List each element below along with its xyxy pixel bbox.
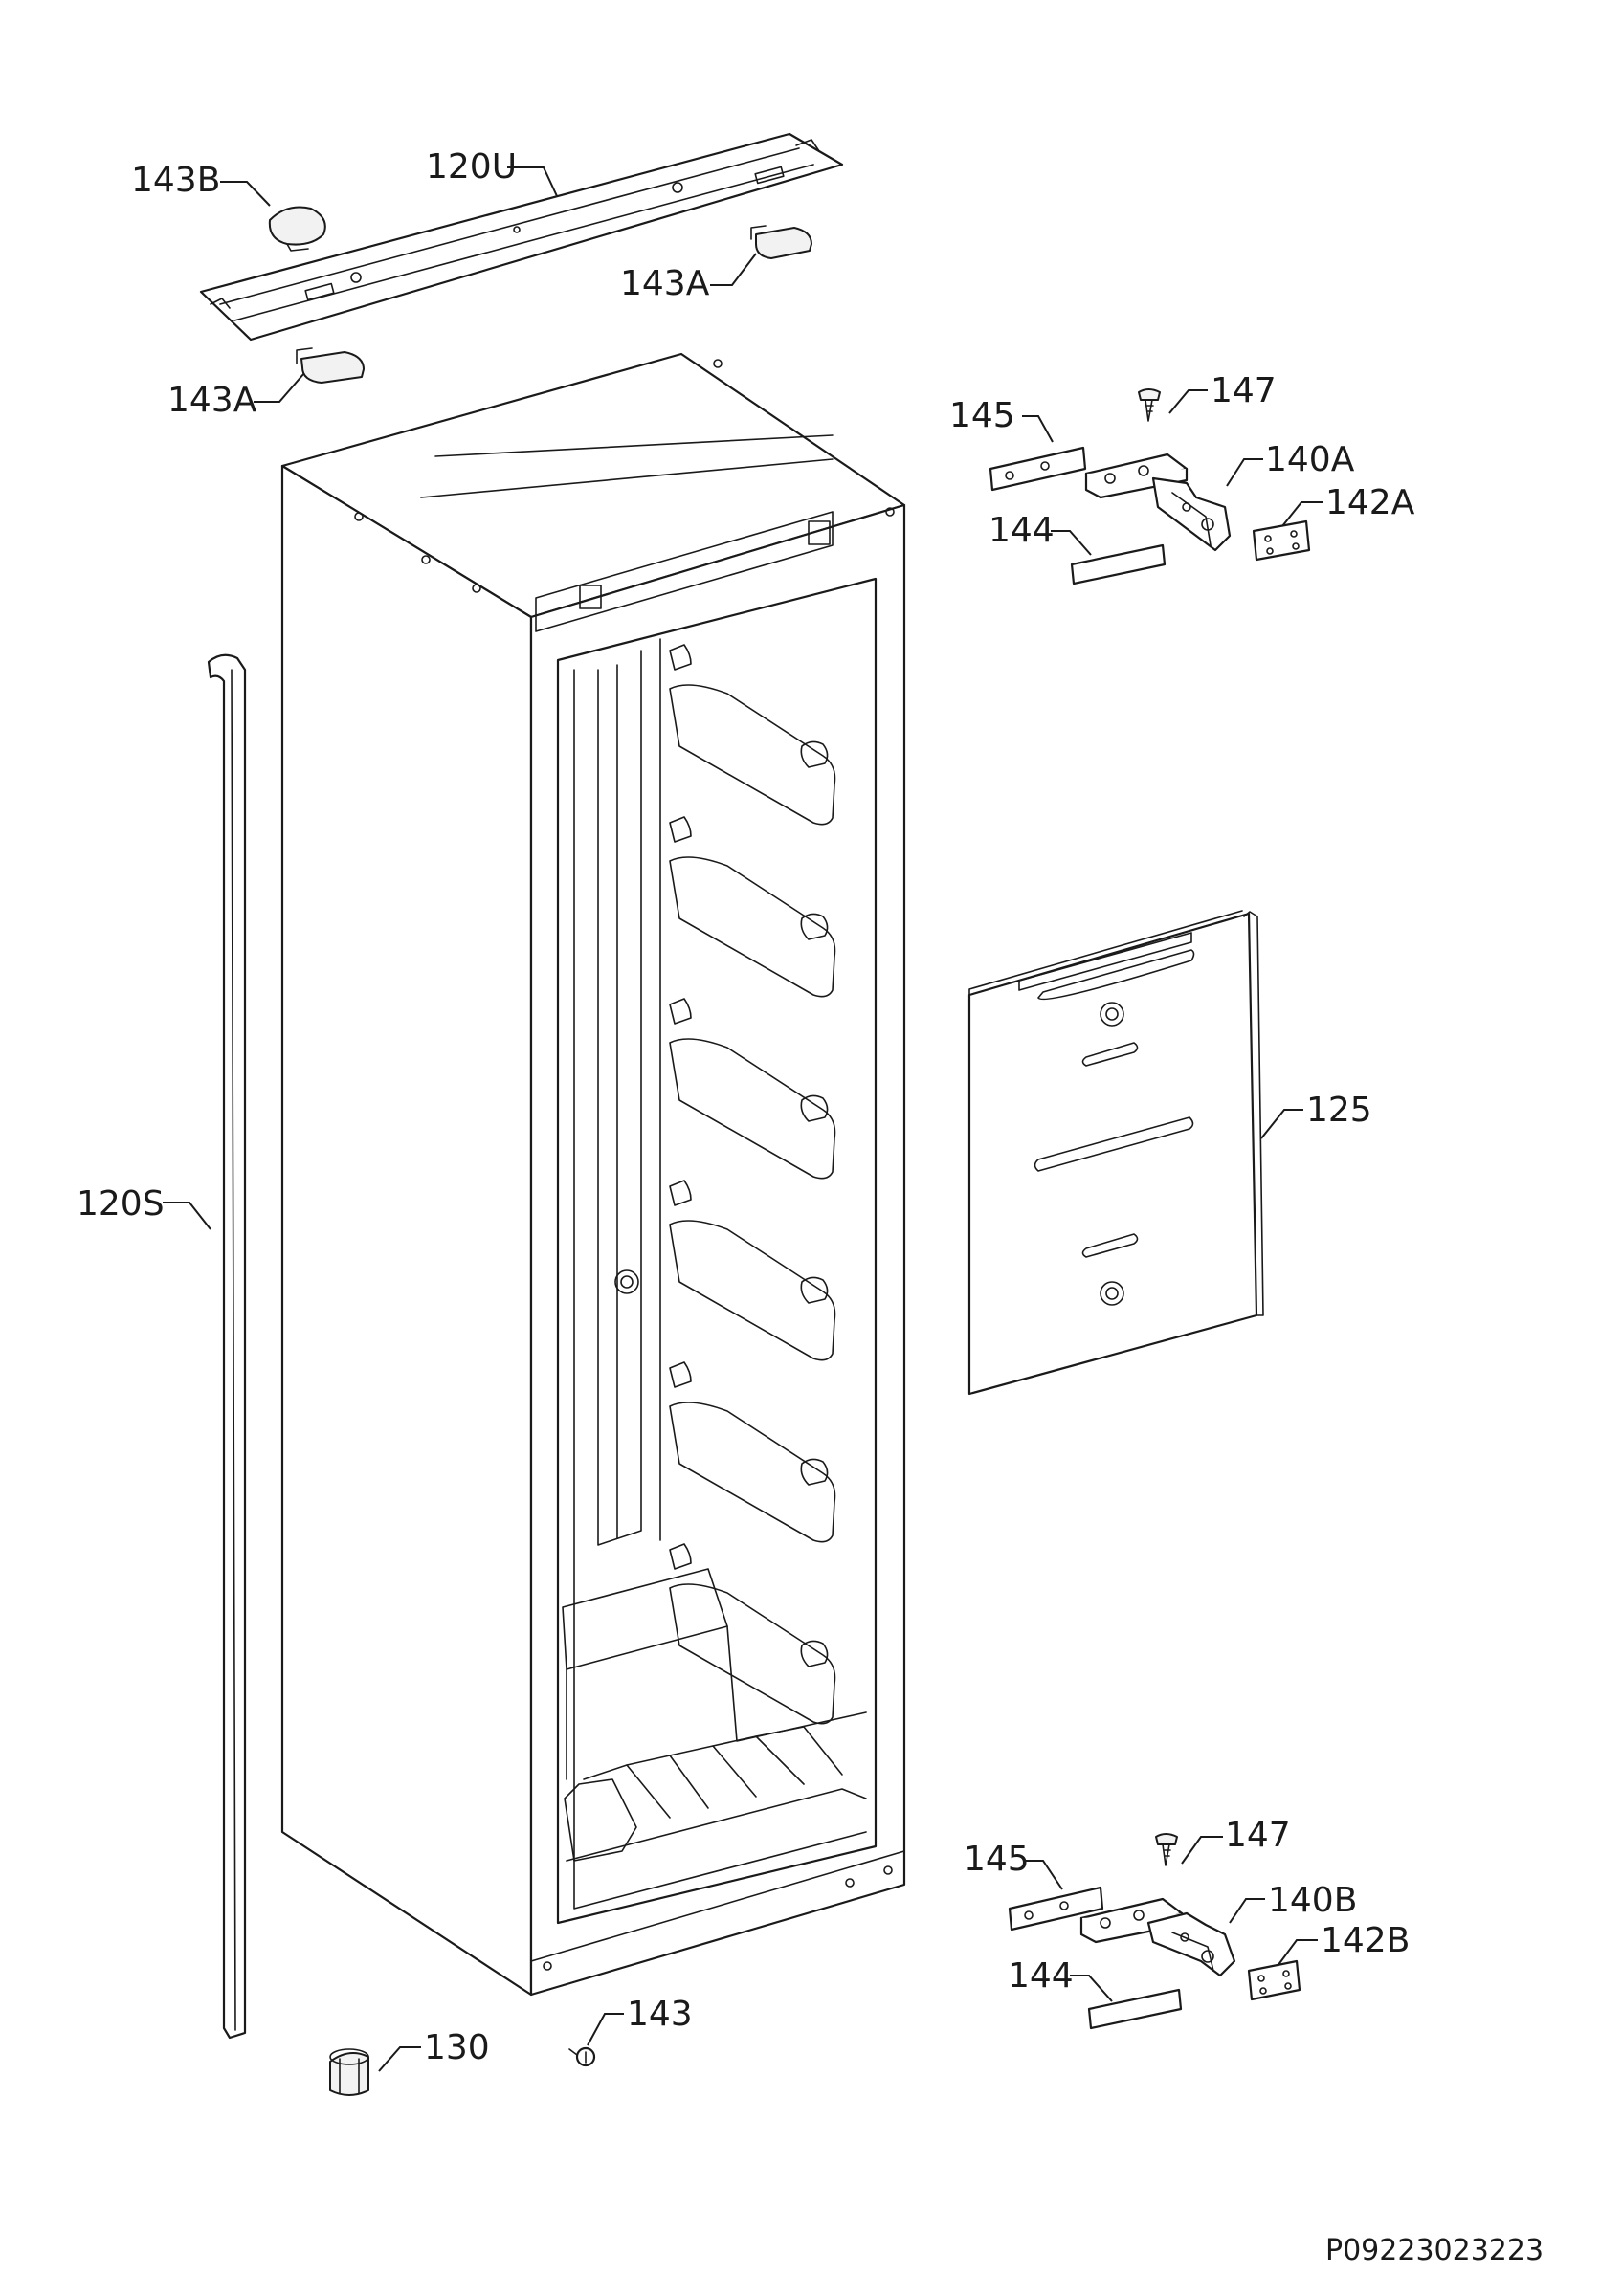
label-142B: 142B	[1321, 1921, 1410, 1960]
shelf-clip-left	[669, 1361, 692, 1388]
label-140A: 140A	[1265, 440, 1355, 479]
shelf-clip-right	[800, 1458, 829, 1486]
shelf-clip-right	[800, 1276, 829, 1304]
bottom-tray	[562, 1568, 867, 1862]
pin-143	[568, 2046, 596, 2067]
hinge-plate-145-bottom	[1008, 1886, 1104, 1932]
shelf-clip-right	[800, 1094, 829, 1122]
label-120U: 120U	[426, 147, 517, 187]
shelf-rail	[669, 684, 836, 826]
label-145-top: 145	[949, 396, 1015, 435]
leader-lines	[163, 166, 1323, 2072]
shelf-clip-left	[669, 644, 692, 671]
cover-144-top	[1070, 543, 1167, 585]
shelf-clip-left	[669, 998, 692, 1025]
foot-130	[329, 2048, 369, 2096]
shelf-rail	[669, 1402, 836, 1543]
screw-147-bottom	[1155, 1833, 1178, 1866]
document-id: P09223023223	[1325, 2234, 1544, 2267]
hinge-bracket-142B	[1247, 1959, 1301, 2001]
label-147-bottom: 147	[1225, 1816, 1291, 1855]
shelf-rail	[669, 1583, 836, 1725]
end-cap-143A-top	[750, 225, 812, 259]
panel-125	[967, 910, 1264, 1396]
shelf-rail	[669, 856, 836, 998]
hinge-bracket-142A	[1252, 519, 1311, 562]
shelf-supports	[669, 644, 836, 1725]
label-143A-left: 143A	[167, 381, 257, 420]
hinge-140A	[1084, 453, 1232, 552]
label-143: 143	[627, 1995, 693, 2034]
label-144-top: 144	[989, 511, 1055, 550]
shelf-rail	[669, 1220, 836, 1361]
top-rail-120U	[199, 132, 844, 342]
label-125: 125	[1306, 1091, 1372, 1130]
shelf-clip-right	[800, 1640, 829, 1667]
label-142A: 142A	[1325, 483, 1415, 522]
shelf-clip-left	[669, 1180, 692, 1206]
screw-147-top	[1138, 388, 1161, 422]
door-seal-120S	[207, 653, 247, 2040]
cap-143B	[268, 206, 326, 252]
hinge-140B	[1079, 1897, 1236, 1977]
label-143B: 143B	[131, 161, 220, 200]
hinge-plate-145-top	[989, 446, 1087, 492]
label-140B: 140B	[1268, 1881, 1357, 1920]
part-labels: 120U 143B 143A 143A 145 147 140A 142A 14…	[77, 147, 1544, 2267]
label-147-top: 147	[1211, 371, 1277, 410]
label-130: 130	[424, 2028, 490, 2067]
cover-144-bottom	[1087, 1988, 1183, 2030]
shelf-clip-left	[669, 1543, 692, 1570]
label-144-bottom: 144	[1008, 1956, 1074, 1996]
label-120S: 120S	[77, 1184, 165, 1224]
label-143A-top: 143A	[620, 264, 710, 303]
cabinet-body	[280, 352, 906, 1997]
shelf-clip-right	[800, 740, 829, 768]
shelf-rail	[669, 1038, 836, 1180]
label-145-bottom: 145	[964, 1840, 1030, 1879]
end-cap-143A-left	[296, 347, 365, 384]
shelf-clip-right	[800, 913, 829, 940]
shelf-clip-left	[669, 816, 692, 843]
